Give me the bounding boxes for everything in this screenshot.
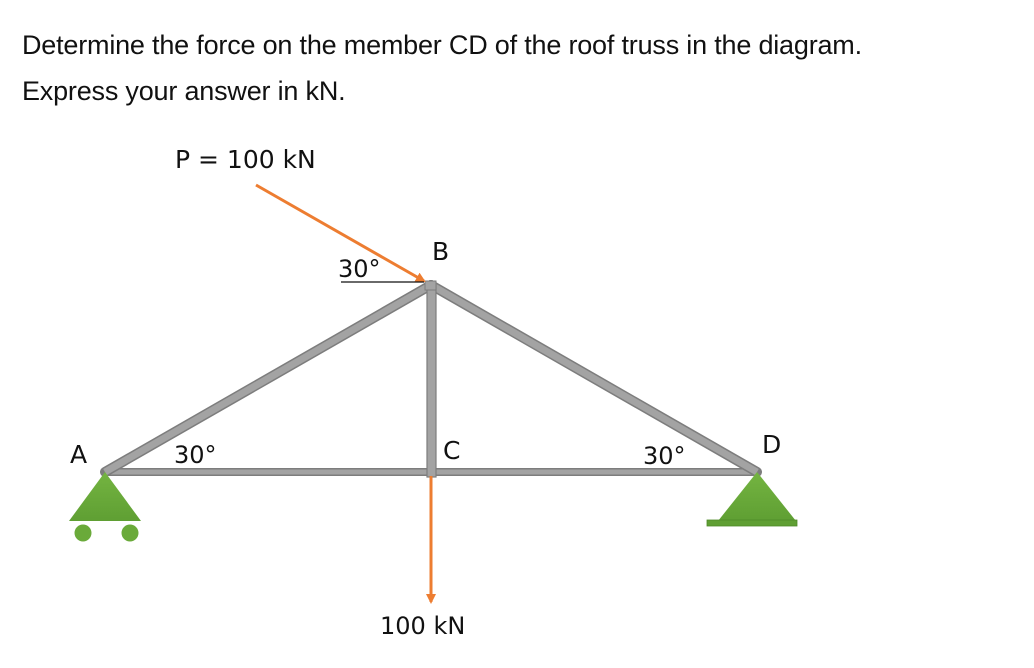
load-P-angle-label: 30°	[338, 255, 381, 283]
load-C: 100 kN	[380, 476, 465, 640]
question-line-2: Express your answer in kN.	[22, 76, 346, 106]
load-P: P = 100 kN 30°	[175, 145, 426, 283]
joint-label-D: D	[762, 430, 781, 459]
pin-base-plate	[706, 519, 798, 527]
joint-label-A: A	[70, 440, 87, 469]
joint-label-B: B	[432, 237, 449, 266]
angle-D-label: 30°	[643, 442, 686, 470]
member-BC	[426, 282, 437, 478]
joint-label-C: C	[443, 436, 460, 465]
roller-wheel-right	[121, 524, 139, 542]
pin-support-D	[706, 472, 798, 527]
question-line-1: Determine the force on the member CD of …	[22, 30, 862, 60]
load-P-label: P = 100 kN	[175, 145, 316, 174]
question-text: Determine the force on the member CD of …	[22, 22, 862, 114]
angle-A-label: 30°	[174, 441, 217, 469]
roller-wheel-left	[74, 524, 92, 542]
truss-members	[100, 280, 762, 478]
load-P-arrow	[255, 183, 426, 283]
load-C-label: 100 kN	[380, 612, 465, 640]
roller-support-A	[69, 472, 141, 542]
